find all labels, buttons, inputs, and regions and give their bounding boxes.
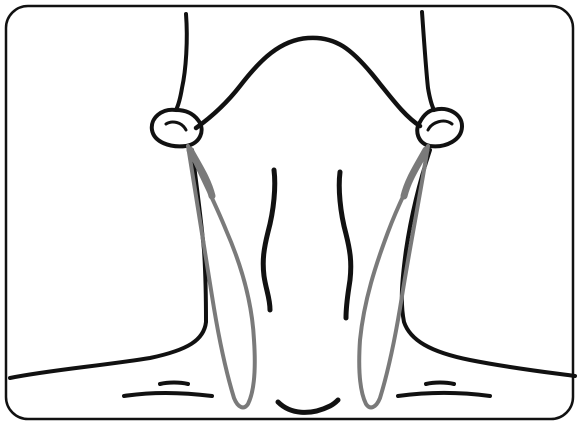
left-throat-line	[263, 170, 275, 310]
left-ear-inner	[166, 122, 186, 130]
jaw-outline	[196, 38, 420, 128]
frame-border	[6, 6, 573, 419]
right-clavicle-mark-upper	[426, 383, 454, 385]
right-ear-lobe	[417, 109, 462, 146]
right-clavicle-line	[398, 393, 490, 396]
left-clavicle-mark-upper	[160, 383, 188, 385]
right-ear-inner	[428, 121, 452, 130]
left-clavicle-line	[124, 393, 212, 396]
right-neck-upper-line	[422, 12, 434, 110]
right-throat-line	[339, 172, 351, 318]
left-neck-contour	[10, 150, 206, 378]
jugular-notch	[278, 400, 338, 412]
right-neck-contour	[402, 150, 575, 376]
left-neck-upper-line	[176, 14, 187, 110]
